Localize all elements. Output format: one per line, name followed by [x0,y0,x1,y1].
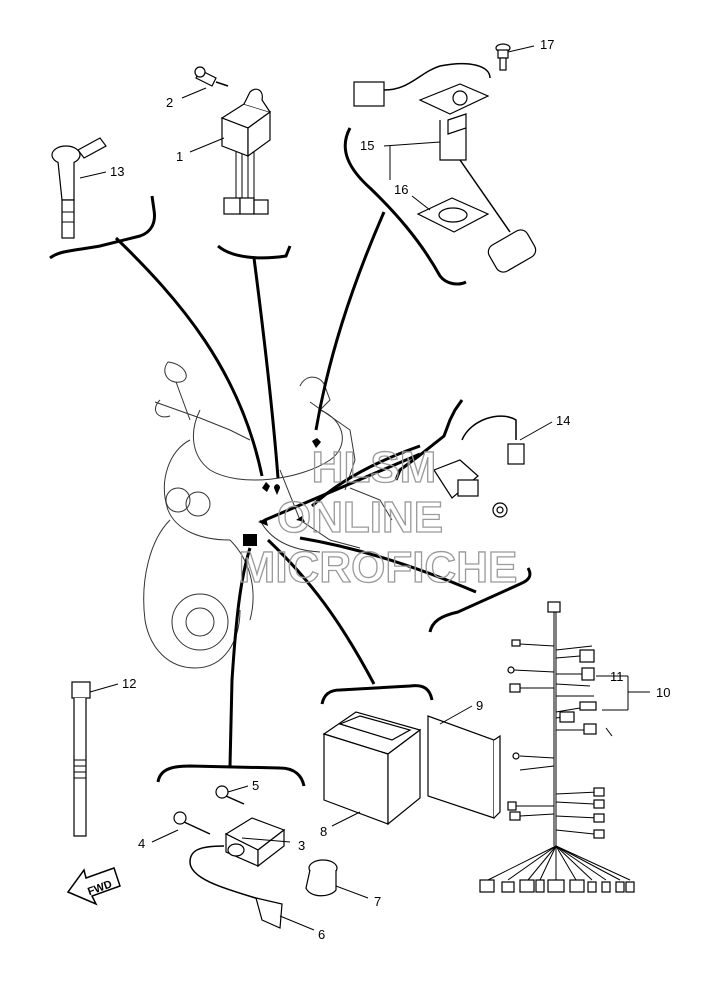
part-12-cable-tie [71,681,91,837]
part-6-plug-lead [189,845,283,929]
callout-6: 6 [318,927,325,942]
scooter-mounted-parts [243,438,321,546]
part-7-grommet [305,859,338,897]
part-1-relay [220,88,272,215]
callout-numbers: 1 2 3 4 5 6 7 8 9 10 11 12 13 14 15 16 1… [110,37,670,942]
part-3-ignition-coil [224,817,286,868]
part-16-gasket [416,197,490,233]
fwd-arrow-icon: FWD [66,867,121,906]
callout-3: 3 [298,838,305,853]
part-9-battery-cover [427,715,501,819]
scooter-outline [143,361,393,669]
watermark: HLSM ONLINE MICROFICHE [238,442,518,592]
callout-5: 5 [252,778,259,793]
part-4-screw [173,811,211,835]
callout-7: 7 [374,894,381,909]
part-15-fuel-sender [353,62,537,273]
callout-leaders [79,45,650,931]
part-8-battery [322,711,422,826]
callout-4: 4 [138,836,145,851]
watermark-line-1: HLSM [312,443,437,492]
part-10-wire-harness [479,601,635,893]
callout-17: 17 [540,37,554,52]
callout-15: 15 [360,138,374,153]
callout-14: 14 [556,413,570,428]
watermark-line-2: ONLINE [277,493,443,542]
callout-9: 9 [476,698,483,713]
part-17-bolt [495,43,511,71]
leader-lines [114,211,477,767]
callout-10: 10 [656,685,670,700]
group-brackets [49,127,532,787]
callout-11: 11 [610,669,624,684]
part-14-sensor [433,415,525,518]
callout-8: 8 [320,824,327,839]
part-2-screw [194,66,229,87]
callout-1: 1 [176,149,183,164]
callout-2: 2 [166,95,173,110]
callout-16: 16 [394,182,408,197]
callout-13: 13 [110,164,124,179]
watermark-line-3: MICROFICHE [239,543,518,592]
part-13-spark-plug-cap [51,137,107,239]
part-5-screw [215,785,245,805]
callout-12: 12 [122,676,136,691]
